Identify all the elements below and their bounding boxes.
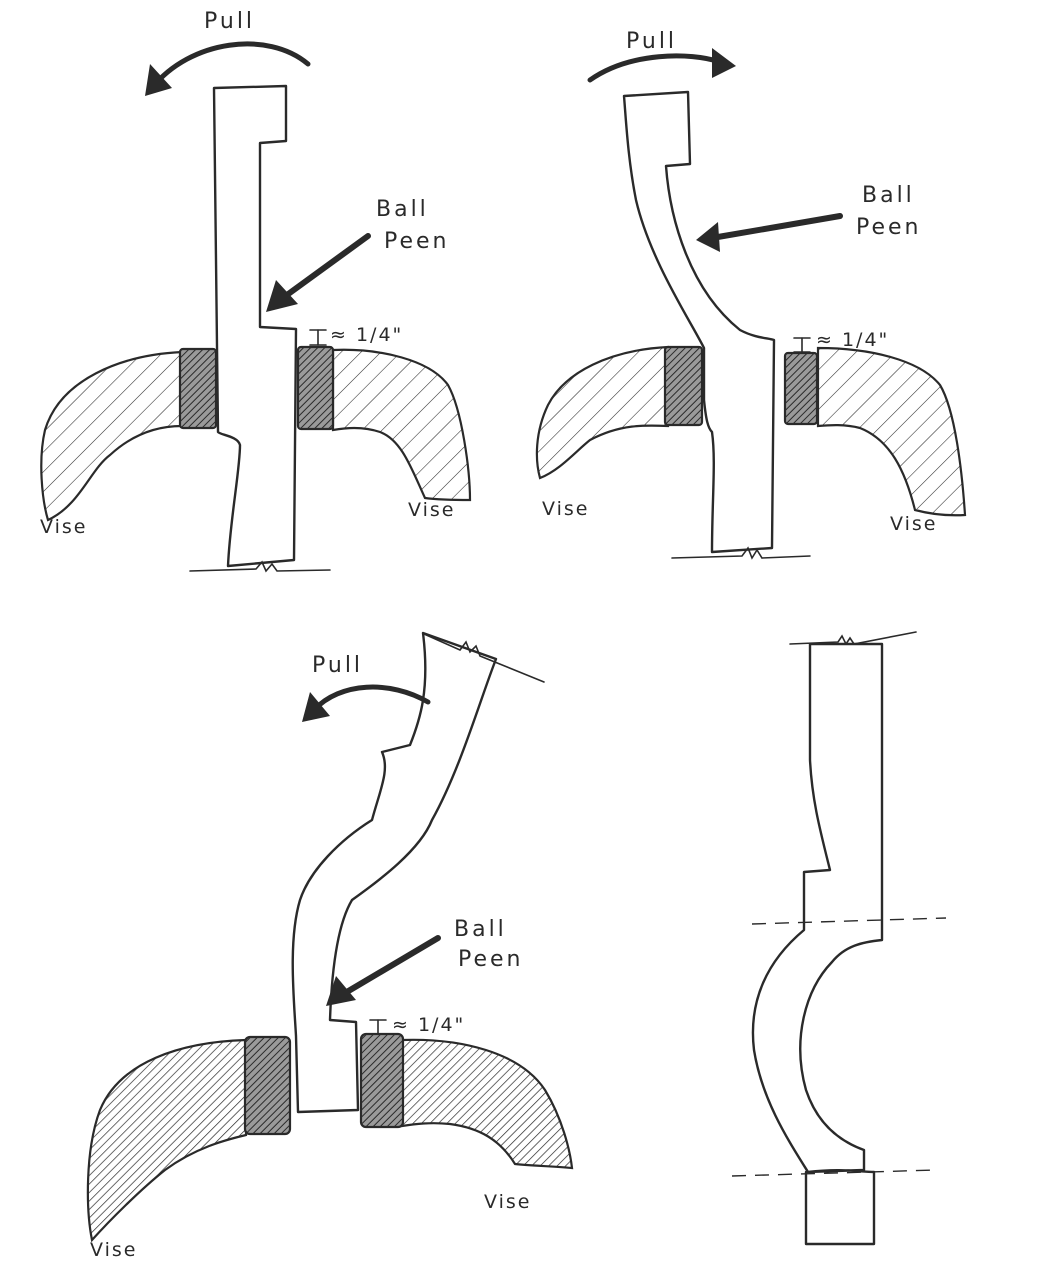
break-line bbox=[189, 560, 331, 573]
panel-finished-part bbox=[731, 631, 947, 1246]
vise-right-body bbox=[400, 1038, 574, 1170]
ball-peen-label-line1: Ball bbox=[376, 197, 429, 222]
gap-dimension: ≈ 1/4" bbox=[309, 324, 403, 346]
ball-peen-arrow-head bbox=[326, 976, 356, 1006]
ball-peen-label-line2: Peen bbox=[384, 229, 450, 254]
gap-label: ≈ 1/4" bbox=[330, 324, 403, 346]
vise-label-left: Vise bbox=[40, 516, 87, 538]
ball-peen-label-line1: Ball bbox=[862, 183, 915, 208]
vise-jaw-left bbox=[663, 345, 704, 427]
vise-jaw-right bbox=[783, 351, 819, 426]
panel-step-3: Pull Ball Peen ≈ 1/4" Vise Vise bbox=[86, 631, 574, 1261]
pull-arrow-head bbox=[712, 48, 736, 78]
vise-label-right: Vise bbox=[890, 513, 937, 535]
vise-left-body bbox=[535, 345, 670, 480]
ball-peen-label-line2: Peen bbox=[458, 947, 524, 972]
panel-step-1: Pull Ball Peen ≈ 1/4" Vise Vise bbox=[40, 9, 472, 573]
workpiece-bent bbox=[622, 90, 776, 554]
gap-dimension: ≈ 1/4" bbox=[369, 1014, 465, 1036]
pull-label: Pull bbox=[626, 29, 677, 54]
reference-line-bottom bbox=[731, 1169, 937, 1177]
ball-peen-arrow-head bbox=[696, 222, 720, 252]
vise-left-body bbox=[40, 350, 184, 522]
ball-peen-arrow bbox=[709, 213, 843, 241]
vise-jaw-left bbox=[178, 347, 218, 430]
pull-arrow bbox=[311, 684, 431, 713]
workpiece-straight bbox=[212, 84, 298, 568]
ball-peen-label-line1: Ball bbox=[454, 917, 507, 942]
gap-label: ≈ 1/4" bbox=[392, 1014, 465, 1036]
vise-label-right: Vise bbox=[484, 1191, 531, 1213]
ball-peen-arrow bbox=[337, 935, 441, 999]
pull-arrow bbox=[149, 41, 311, 91]
ball-peen-arrow-head bbox=[266, 280, 298, 312]
vise-jaw-right bbox=[359, 1032, 405, 1129]
pull-label: Pull bbox=[312, 653, 363, 678]
vise-right-body bbox=[816, 346, 967, 517]
pull-arrow-head bbox=[302, 692, 330, 722]
ball-peen-arrow bbox=[277, 233, 371, 303]
finished-part-outline bbox=[751, 642, 884, 1246]
break-line bbox=[671, 546, 811, 560]
reference-line-top bbox=[751, 917, 947, 925]
vise-label-left: Vise bbox=[90, 1239, 137, 1261]
vise-left-body bbox=[86, 1038, 248, 1243]
pull-label: Pull bbox=[204, 9, 255, 34]
break-line bbox=[789, 631, 917, 646]
pull-arrow-head bbox=[145, 64, 172, 96]
gap-dimension: ≈ 1/4" bbox=[793, 329, 889, 353]
pull-arrow bbox=[587, 53, 723, 83]
vise-label-left: Vise bbox=[542, 498, 589, 520]
vise-jaw-left bbox=[243, 1035, 292, 1136]
break-line bbox=[423, 633, 545, 683]
workpiece-s-bent bbox=[291, 631, 498, 1114]
panel-step-2: Pull Ball Peen ≈ 1/4" Vise Vise bbox=[535, 29, 967, 560]
vise-right-body bbox=[331, 348, 472, 502]
gap-label: ≈ 1/4" bbox=[816, 329, 889, 351]
vise-jaw-right bbox=[296, 345, 335, 431]
ball-peen-label-line2: Peen bbox=[856, 215, 922, 240]
vise-label-right: Vise bbox=[408, 499, 455, 521]
